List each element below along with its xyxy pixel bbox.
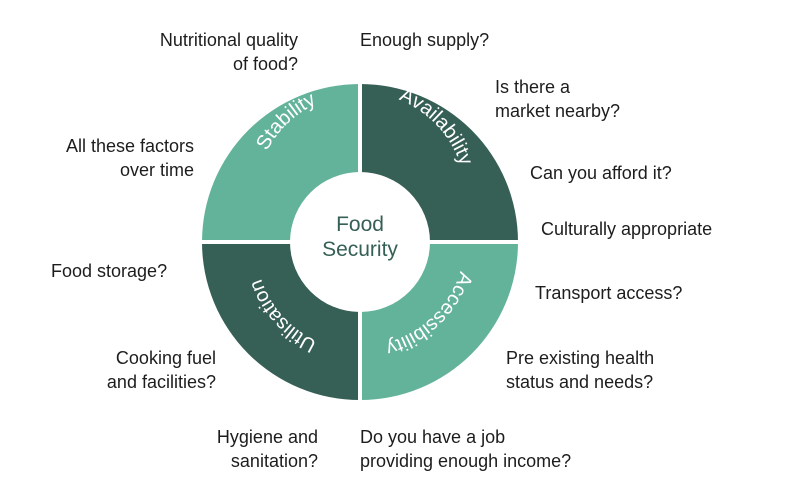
question-line: Is there a [495,77,571,97]
afford-question: Can you afford it? [530,161,672,185]
market-nearby-question: Is there a market nearby? [495,75,620,123]
center-title-line1: Food [336,213,384,236]
question-line: Transport access? [535,283,683,303]
question-line: and facilities? [106,372,216,392]
center-title-line2: Security [322,238,398,261]
question-line: Culturally appropriate [541,219,713,239]
question-line: Food storage? [51,261,168,281]
center-circle [290,172,430,312]
transport-question: Transport access? [535,281,682,305]
hygiene-question: Hygiene and sanitation? [217,425,318,473]
enough-supply-question: Enough supply? [360,28,489,52]
health-question: Pre existing health status and needs? [506,346,654,394]
food-storage-question: Food storage? [51,259,167,283]
question-line: All these factors [65,136,194,156]
question-line: providing enough income? [360,451,572,471]
question-line: Pre existing health [506,348,655,368]
question-line: of food? [232,54,298,74]
cooking-question: Cooking fuel and facilities? [107,346,216,394]
job-income-question: Do you have a job providing enough incom… [360,425,571,473]
question-line: Enough supply? [360,30,490,50]
nutritional-quality-question: Nutritional quality of food? [160,28,298,76]
all-factors-question: All these factors over time [66,134,194,182]
question-line: Nutritional quality [159,30,298,50]
cultural-question: Culturally appropriate [541,217,712,241]
question-line: Hygiene and [216,427,318,447]
question-line: Cooking fuel [115,348,216,368]
question-line: Can you afford it? [530,163,672,183]
question-line: Do you have a job [360,427,506,447]
question-line: status and needs? [506,372,654,392]
question-line: sanitation? [230,451,318,471]
question-line: market nearby? [495,101,621,121]
question-line: over time [119,160,194,180]
